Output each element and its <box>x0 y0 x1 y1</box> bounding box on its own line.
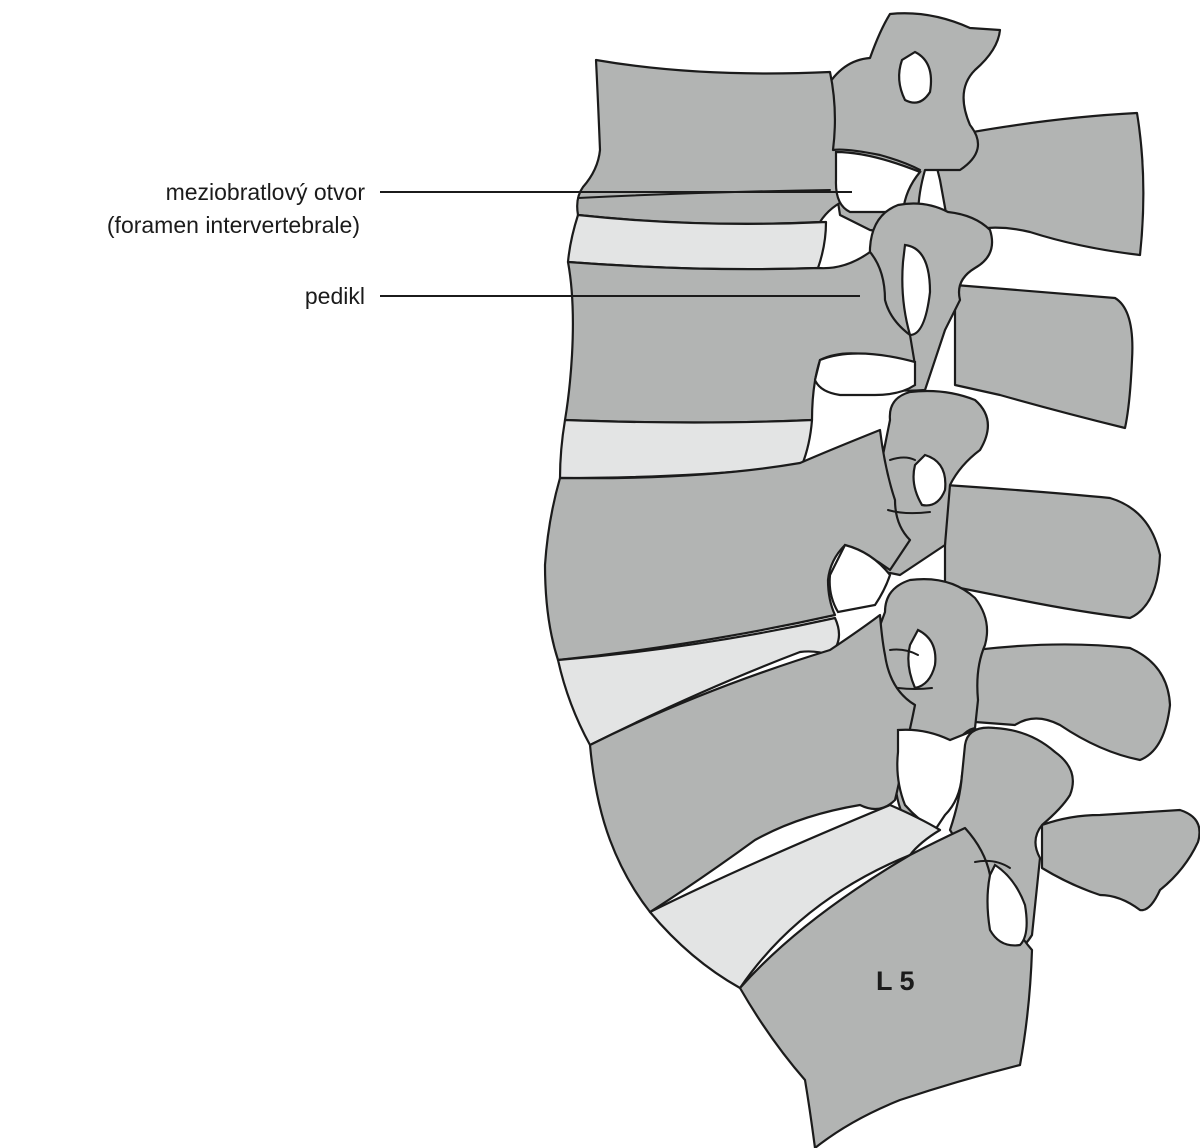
foramen-label-line-2: (foramen intervertebrale) <box>107 212 360 238</box>
pedicle-label: pedikl <box>305 283 365 309</box>
vertebra-2-foramen-notch <box>815 353 915 395</box>
vertebra-1 <box>577 13 1143 255</box>
intervertebral-disc-1 <box>568 215 826 269</box>
vertebra-2-body <box>565 252 915 423</box>
vertebra-label-l5: L 5 <box>876 966 915 996</box>
vertebra-5-spinous-process <box>1042 810 1200 910</box>
foramen-label-line-1: meziobratlový otvor <box>166 179 366 205</box>
vertebra-3-spinous-process <box>945 485 1160 618</box>
